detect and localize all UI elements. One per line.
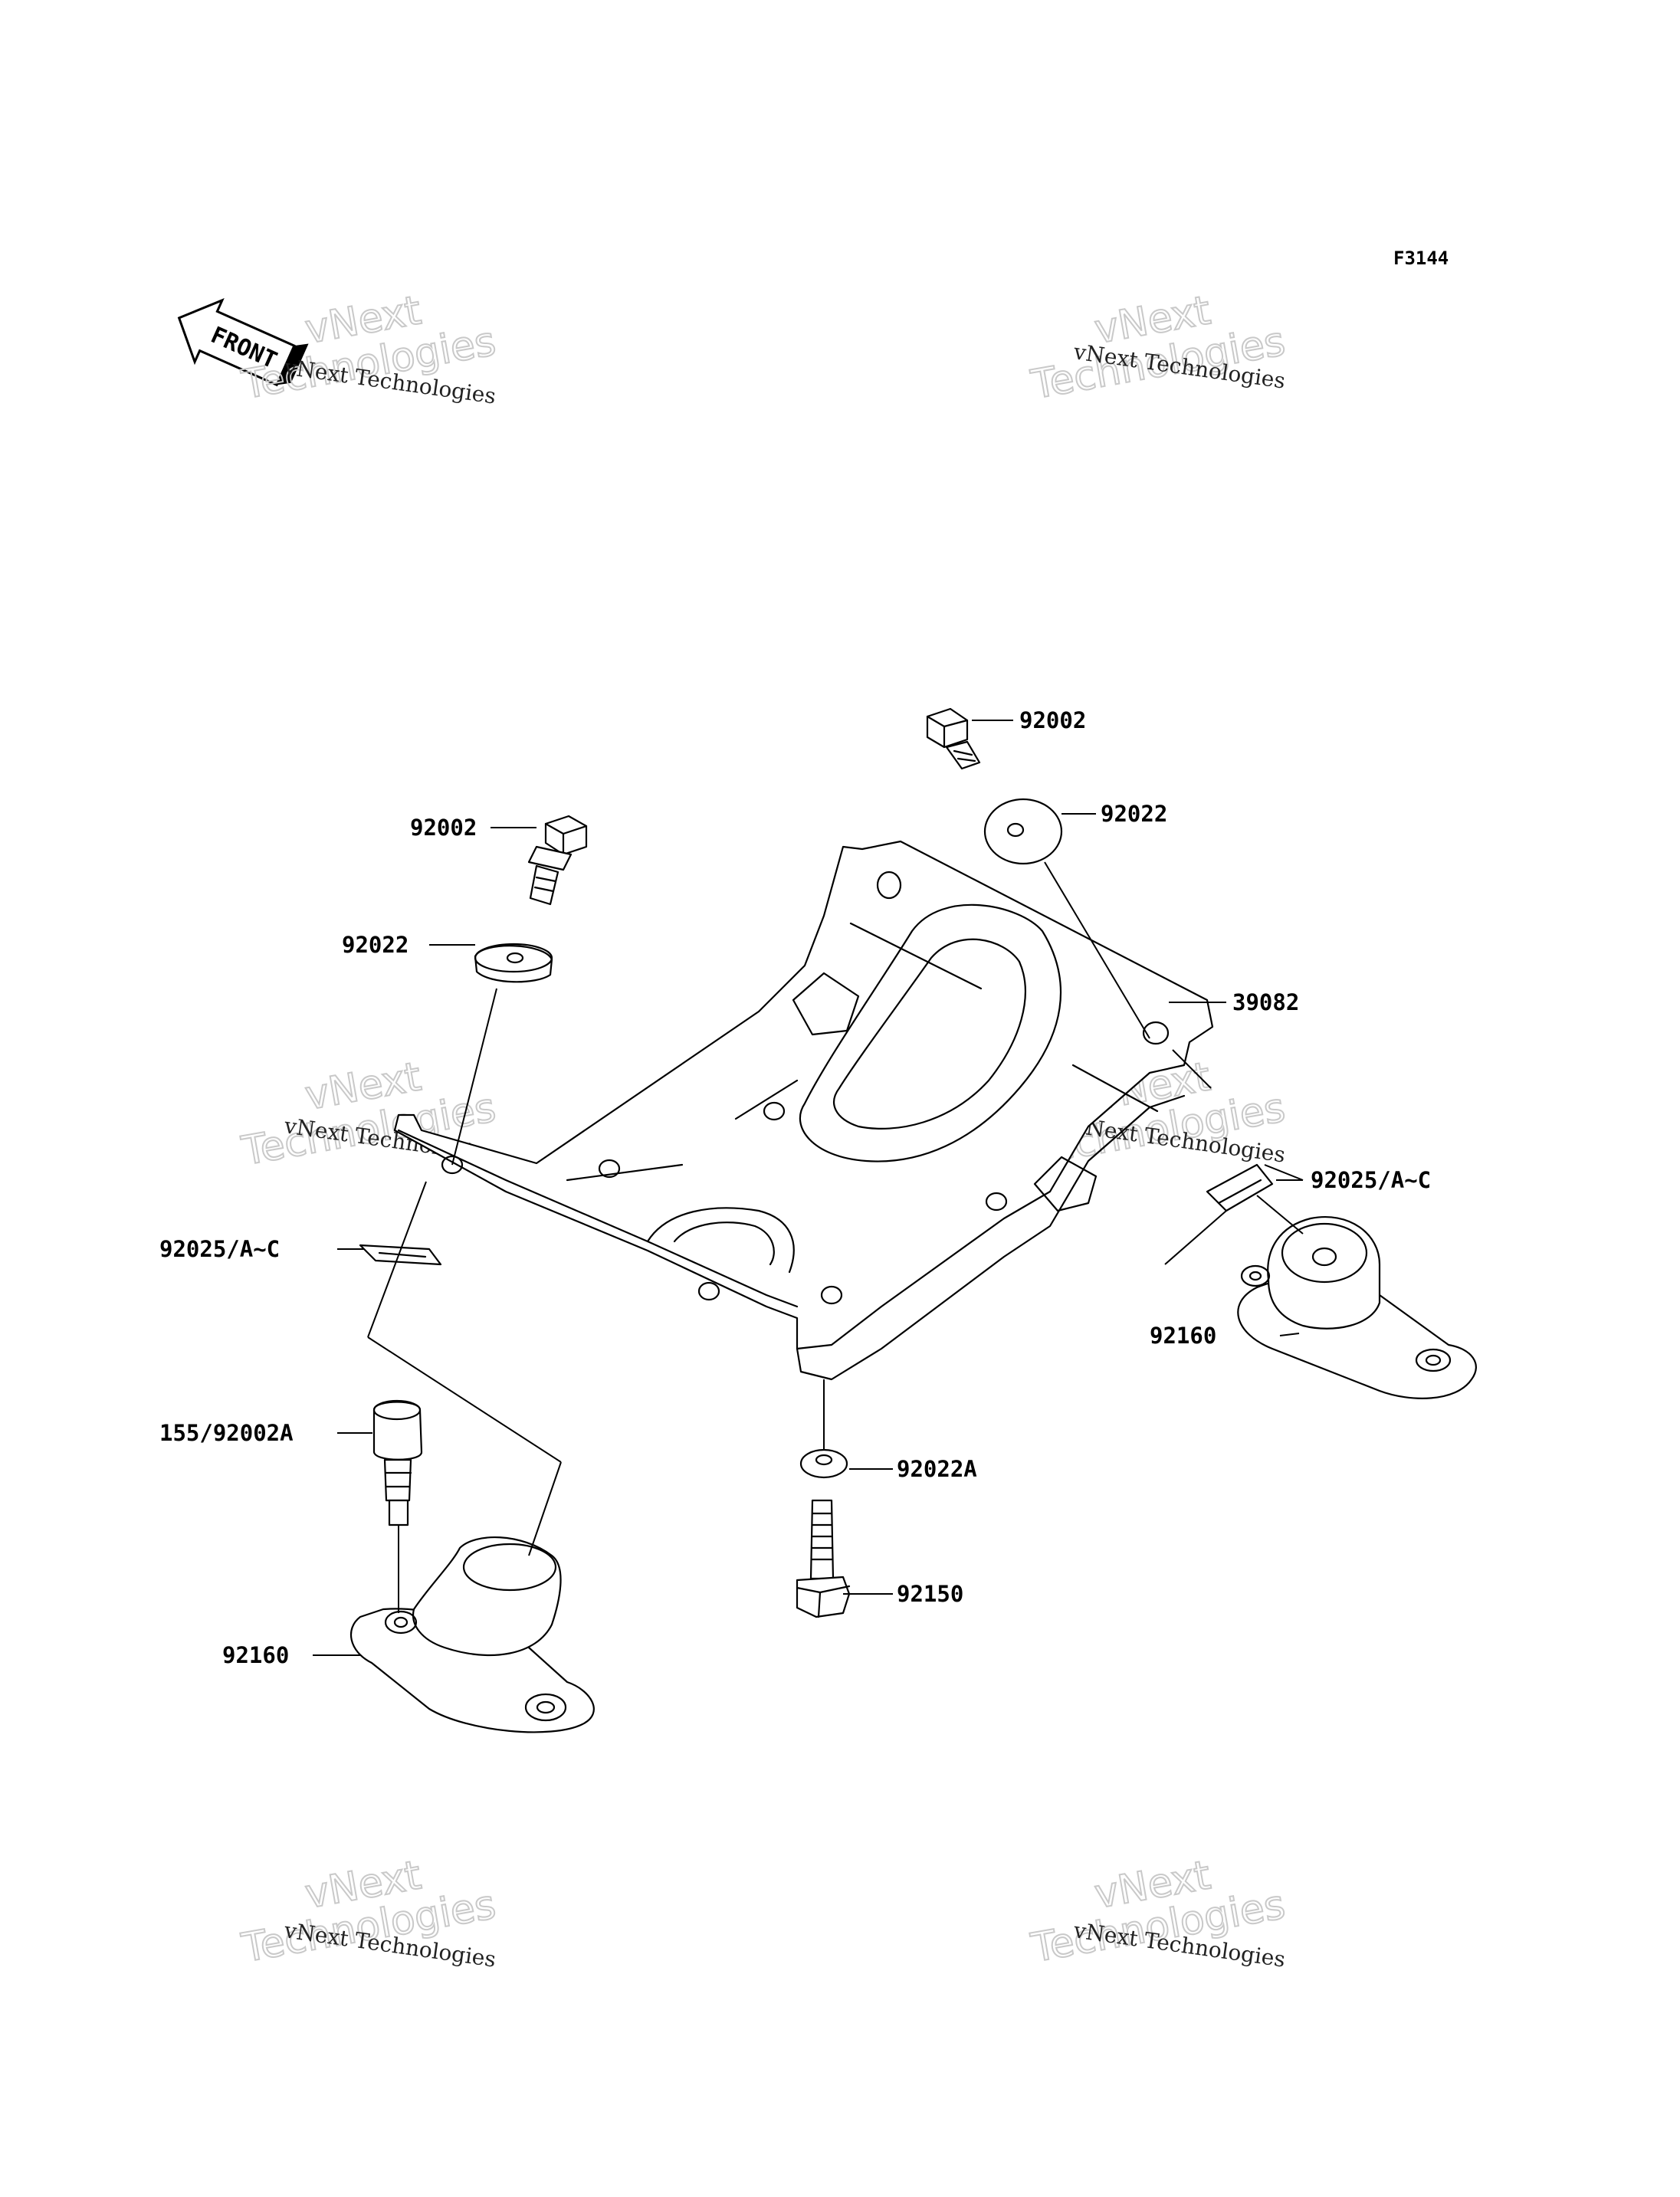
part-label-92025: 92025/A~C (159, 1236, 280, 1262)
washer-92022-top-right (983, 798, 1063, 865)
skid-plate-39082 (393, 840, 1214, 1381)
part-label-92160: 92160 (222, 1642, 289, 1668)
part-label-39082: 39082 (1232, 989, 1299, 1015)
part-label-92160: 92160 (1150, 1323, 1216, 1349)
bolt-92002-top-right (926, 707, 981, 770)
engine-mount-92160-left (349, 1536, 595, 1733)
leader-lines (313, 720, 1304, 1656)
part-label-92002: 92002 (410, 815, 477, 841)
part-label-92002: 92002 (1019, 707, 1086, 733)
bolt-155-92002A (372, 1399, 423, 1526)
part-label-92025: 92025/A~C (1311, 1167, 1431, 1193)
watermark: vNext Technologies vNext Technologies (1027, 1851, 1289, 1972)
washer-92022-left (474, 943, 553, 983)
clip-92025-right (1206, 1163, 1274, 1212)
clip-92025-left (359, 1244, 442, 1266)
watermark: vNext Technologies vNext Technologies (238, 1851, 500, 1972)
watermark: vNext Technologies vNext Technologies (1027, 287, 1289, 409)
part-label-155-92002A: 155/92002A (159, 1420, 294, 1446)
part-label-92022: 92022 (1101, 801, 1167, 827)
bolt-92150 (796, 1499, 851, 1618)
part-label-92150: 92150 (897, 1581, 963, 1607)
bolt-92002-left (527, 815, 588, 906)
engine-mount-92160-right (1237, 1216, 1477, 1399)
part-label-92022A: 92022A (897, 1456, 977, 1482)
washer-92022A (799, 1448, 848, 1479)
diagram-code: F3144 (1393, 248, 1449, 269)
part-label-92022: 92022 (342, 932, 409, 958)
